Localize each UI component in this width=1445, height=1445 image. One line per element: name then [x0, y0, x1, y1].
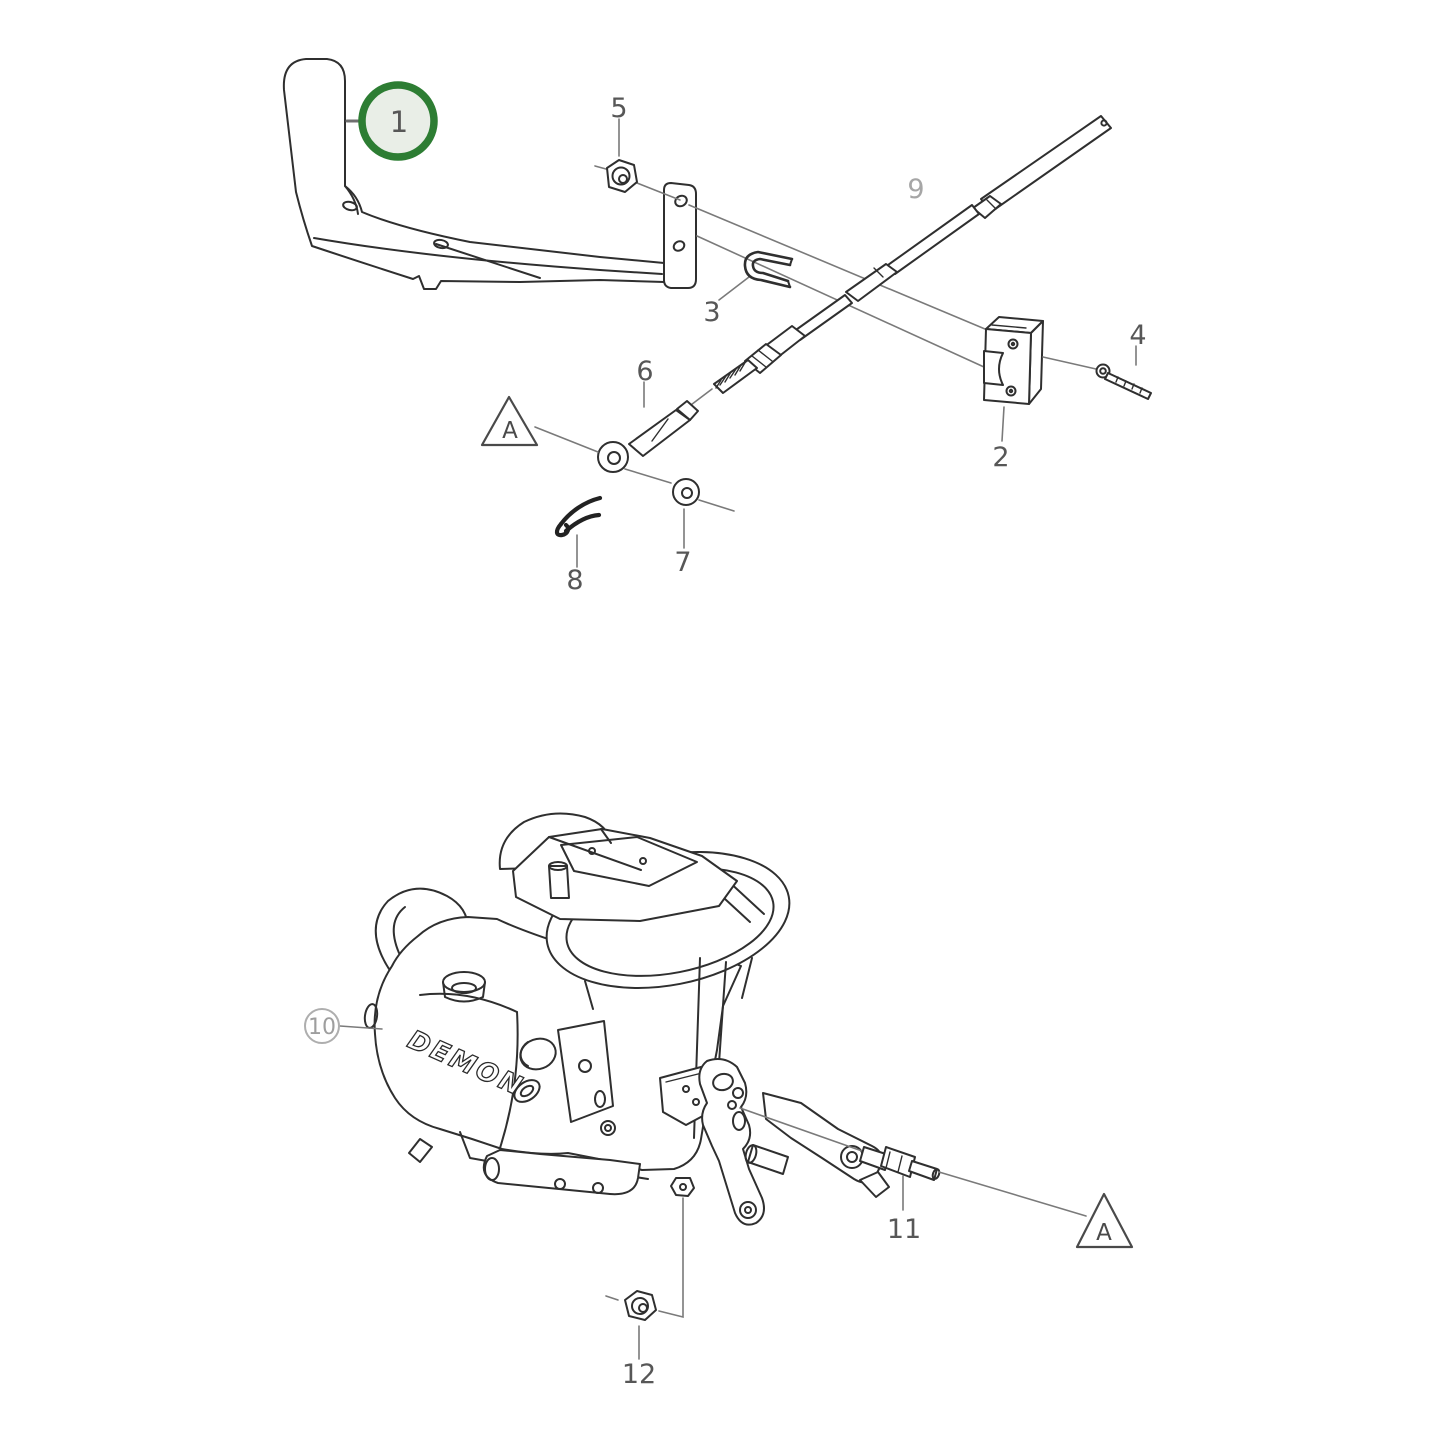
callout-9[interactable]: 9 [907, 174, 924, 205]
callout-10-label: 10 [308, 1015, 336, 1040]
svg-text:11: 11 [887, 1214, 921, 1245]
svg-text:7: 7 [674, 547, 691, 578]
svg-text:2: 2 [992, 442, 1009, 473]
callout-12[interactable]: 12 [622, 1359, 656, 1390]
reference-marker-a-bottom: A [1075, 1192, 1134, 1249]
callout-10[interactable]: 10 [304, 1008, 383, 1044]
svg-text:12: 12 [622, 1359, 656, 1390]
callouts: 1 10 2 3 4 5 6 7 8 9 11 12 [304, 81, 1147, 1390]
callout-7[interactable]: 7 [674, 547, 691, 578]
callout-1-label: 1 [390, 105, 408, 139]
callout-10-circle [304, 1008, 340, 1044]
part-cable-9 [713, 115, 1112, 394]
callout-1-highlight-circle [358, 81, 438, 161]
svg-text:9: 9 [907, 174, 924, 205]
part-carburetor-10: DEMON [363, 812, 890, 1226]
reference-marker-a-top: A [480, 395, 599, 453]
part-clevis-6 [597, 381, 699, 473]
part-nut-5 [594, 118, 681, 201]
part-cotter-pin-8 [554, 495, 603, 568]
callout-8[interactable]: 8 [566, 565, 583, 596]
carburetor-stud [670, 1177, 695, 1197]
triangle-a-bottom-icon [1075, 1192, 1134, 1249]
svg-text:6: 6 [636, 356, 653, 387]
cable-threaded-rod [713, 359, 758, 394]
svg-text:5: 5 [610, 93, 627, 124]
part-washer-7 [624, 468, 735, 549]
leader-bracket-to-clamp-upper [688, 204, 986, 330]
triangle-a-top-icon [480, 395, 539, 447]
part-bracket [282, 58, 697, 290]
callout-2[interactable]: 2 [992, 442, 1009, 473]
callout-6[interactable]: 6 [636, 356, 653, 387]
marker-a-top-label: A [502, 418, 518, 444]
carburetor-assembly: DEMON [363, 812, 1134, 1360]
svg-text:8: 8 [566, 565, 583, 596]
callout-5[interactable]: 5 [610, 93, 627, 124]
part-nut-12 [605, 1197, 684, 1360]
part-clip-3 [718, 250, 794, 301]
callout-1[interactable]: 1 [345, 81, 438, 161]
part-stud-11 [739, 1107, 1087, 1217]
marker-a-bottom-label: A [1096, 1220, 1112, 1246]
bracket-end-plate [663, 182, 697, 289]
svg-text:3: 3 [703, 297, 720, 328]
throttle-cable-assembly: A [282, 58, 1152, 568]
part-clamp-block-2 [983, 316, 1044, 442]
callout-4[interactable]: 4 [1129, 320, 1146, 351]
callout-3[interactable]: 3 [703, 297, 720, 328]
callout-11[interactable]: 11 [887, 1214, 921, 1245]
svg-text:4: 4 [1129, 320, 1146, 351]
part-screw-4 [1042, 345, 1152, 400]
